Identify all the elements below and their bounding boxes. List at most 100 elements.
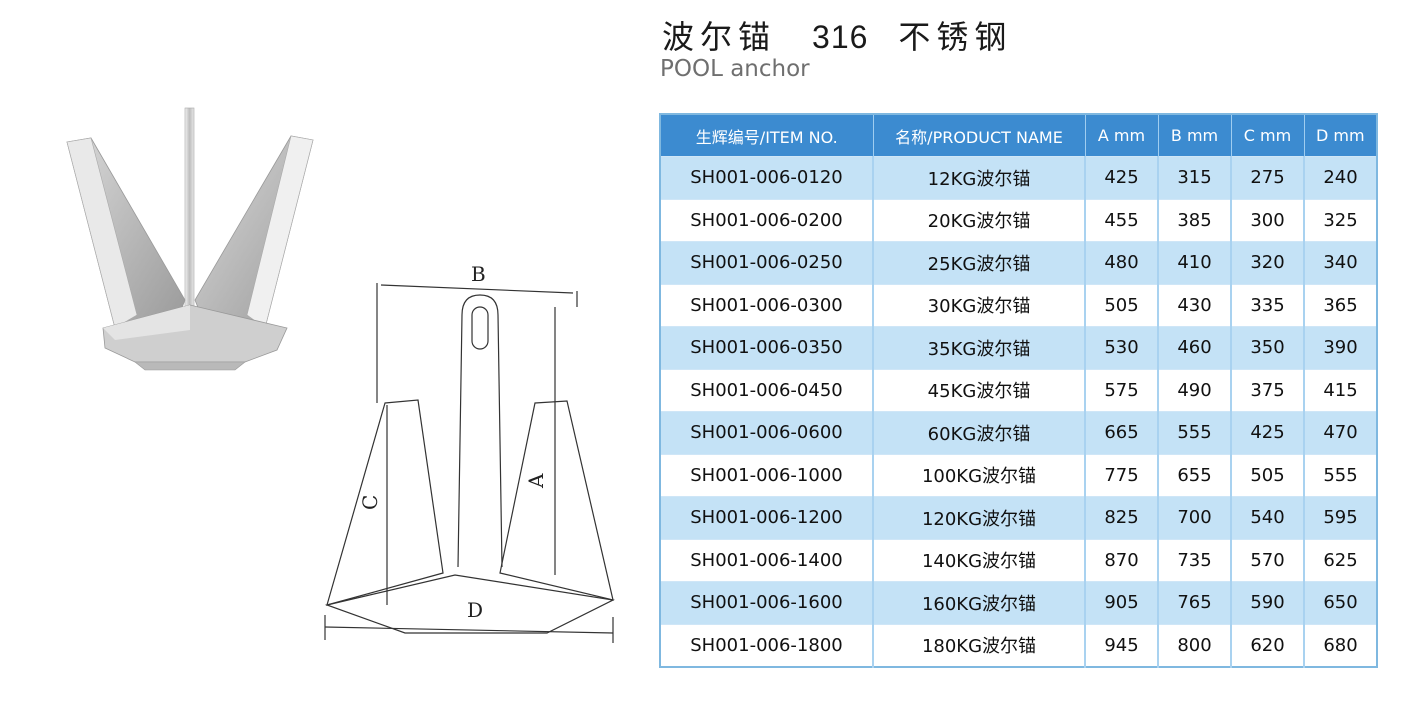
cell-b: 460 [1158,326,1232,369]
cell-d: 470 [1304,411,1377,454]
cell-d: 415 [1304,368,1377,412]
header-product-name: 名称/PRODUCT NAME [873,114,1086,157]
cell-a: 905 [1085,581,1159,624]
cell-b: 385 [1158,198,1232,242]
cell-a: 870 [1085,538,1159,582]
cell-d: 650 [1304,581,1377,624]
cell-item-no: SH001-006-0600 [660,411,874,454]
header-d: D mm [1304,114,1377,157]
cell-b: 765 [1158,581,1232,624]
cell-b: 410 [1158,241,1232,284]
table-row: SH001-006-1600 160KG波尔锚 905 765 590 650 [660,581,1377,624]
spec-table: 生辉编号/ITEM NO. 名称/PRODUCT NAME A mm B mm … [659,113,1378,668]
cell-d: 595 [1304,496,1377,539]
cell-b: 735 [1158,538,1232,582]
cell-item-no: SH001-006-1200 [660,496,874,539]
cell-item-no: SH001-006-1400 [660,538,874,582]
cell-c: 590 [1231,581,1305,624]
table-row: SH001-006-0350 35KG波尔锚 530 460 350 390 [660,326,1377,369]
cell-c: 425 [1231,411,1305,454]
cell-b: 490 [1158,368,1232,412]
cell-product-name: 45KG波尔锚 [873,368,1086,412]
table-header-row: 生辉编号/ITEM NO. 名称/PRODUCT NAME A mm B mm … [660,114,1377,157]
cell-a: 505 [1085,283,1159,327]
cell-d: 390 [1304,326,1377,369]
cell-c: 300 [1231,198,1305,242]
cell-product-name: 30KG波尔锚 [873,283,1086,327]
header-item-no: 生辉编号/ITEM NO. [660,114,874,157]
title-grade: 316 [812,19,869,55]
cell-c: 570 [1231,538,1305,582]
title-product: 波尔锚 [662,18,777,56]
cell-item-no: SH001-006-0250 [660,241,874,284]
cell-c: 620 [1231,623,1305,667]
header-c: C mm [1231,114,1305,157]
cell-d: 325 [1304,198,1377,242]
cell-product-name: 160KG波尔锚 [873,581,1086,624]
cell-product-name: 25KG波尔锚 [873,241,1086,284]
cell-product-name: 35KG波尔锚 [873,326,1086,369]
cell-a: 825 [1085,496,1159,539]
cell-c: 350 [1231,326,1305,369]
dimension-drawing: B A C D [324,262,615,643]
cell-product-name: 20KG波尔锚 [873,198,1086,242]
cell-a: 530 [1085,326,1159,369]
cell-c: 505 [1231,453,1305,497]
cell-product-name: 100KG波尔锚 [873,453,1086,497]
cell-c: 335 [1231,283,1305,327]
table-row: SH001-006-1000 100KG波尔锚 775 655 505 555 [660,453,1377,497]
cell-d: 365 [1304,283,1377,327]
cell-item-no: SH001-006-0120 [660,156,874,199]
table-row: SH001-006-0600 60KG波尔锚 665 555 425 470 [660,411,1377,454]
cell-b: 315 [1158,156,1232,199]
cell-d: 680 [1304,623,1377,667]
cell-product-name: 140KG波尔锚 [873,538,1086,582]
dim-label-c: C [358,495,382,510]
cell-item-no: SH001-006-1800 [660,623,874,667]
cell-d: 240 [1304,156,1377,199]
cell-product-name: 12KG波尔锚 [873,156,1086,199]
cell-c: 375 [1231,368,1305,412]
cell-item-no: SH001-006-0450 [660,368,874,412]
cell-c: 275 [1231,156,1305,199]
anchor-photo [66,107,314,371]
cell-a: 665 [1085,411,1159,454]
cell-b: 555 [1158,411,1232,454]
cell-item-no: SH001-006-1000 [660,453,874,497]
cell-c: 320 [1231,241,1305,284]
cell-b: 430 [1158,283,1232,327]
dim-label-b: B [471,262,486,286]
cell-product-name: 180KG波尔锚 [873,623,1086,667]
cell-d: 555 [1304,453,1377,497]
table-row: SH001-006-0200 20KG波尔锚 455 385 300 325 [660,198,1377,242]
table-row: SH001-006-0120 12KG波尔锚 425 315 275 240 [660,156,1377,199]
table-row: SH001-006-1200 120KG波尔锚 825 700 540 595 [660,496,1377,539]
cell-item-no: SH001-006-1600 [660,581,874,624]
cell-item-no: SH001-006-0350 [660,326,874,369]
cell-a: 775 [1085,453,1159,497]
cell-item-no: SH001-006-0300 [660,283,874,327]
cell-product-name: 120KG波尔锚 [873,496,1086,539]
header-a: A mm [1085,114,1159,157]
cell-d: 625 [1304,538,1377,582]
header-b: B mm [1158,114,1232,157]
title-material: 不锈钢 [898,18,1013,56]
cell-a: 945 [1085,623,1159,667]
dim-label-d: D [467,598,483,622]
page-subtitle: POOL anchor [660,56,810,82]
table-row: SH001-006-0300 30KG波尔锚 505 430 335 365 [660,283,1377,327]
cell-b: 800 [1158,623,1232,667]
cell-d: 340 [1304,241,1377,284]
dim-label-a: A [524,473,548,489]
cell-b: 700 [1158,496,1232,539]
table-row: SH001-006-1400 140KG波尔锚 870 735 570 625 [660,538,1377,582]
cell-a: 425 [1085,156,1159,199]
cell-b: 655 [1158,453,1232,497]
cell-a: 575 [1085,368,1159,412]
cell-item-no: SH001-006-0200 [660,198,874,242]
table-row: SH001-006-0450 45KG波尔锚 575 490 375 415 [660,368,1377,412]
cell-product-name: 60KG波尔锚 [873,411,1086,454]
table-row: SH001-006-1800 180KG波尔锚 945 800 620 680 [660,623,1377,667]
page-title: 波尔锚 316 不锈钢 [662,12,1012,58]
cell-a: 455 [1085,198,1159,242]
